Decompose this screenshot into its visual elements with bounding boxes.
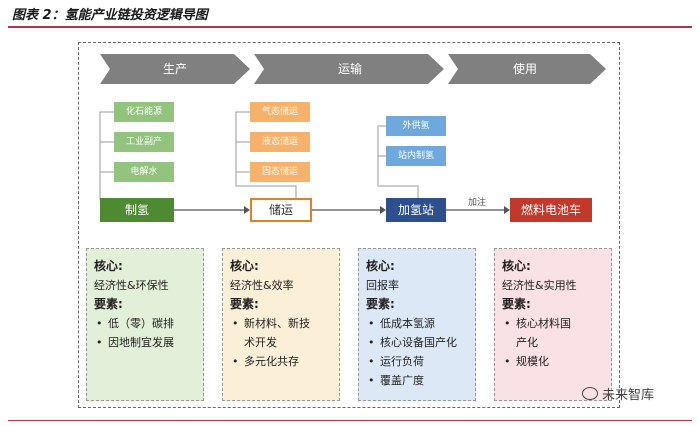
refueling-station-box: 加氢站: [386, 198, 446, 222]
wechat-icon: [582, 387, 598, 400]
list-item: 规模化: [502, 352, 605, 371]
list-item: 运行负荷: [366, 352, 469, 371]
method-gaseous-storage: 气态储运: [250, 102, 310, 122]
list-item: 新材料、新技术开发: [230, 314, 333, 352]
source-industrial-byproduct: 工业副产: [114, 132, 174, 152]
source-fossil-energy: 化石能源: [114, 102, 174, 122]
watermark-text: 未来智库: [602, 388, 655, 403]
panel-production: 核心: 经济性&环保性 要素: 低（零）碳排 因地制宜发展: [86, 248, 204, 401]
phase-arrow-production: [100, 54, 250, 84]
list-item: 核心设备国产化: [366, 333, 469, 352]
list-item: 因地制宜发展: [94, 333, 197, 352]
diagram-frame: [78, 42, 620, 408]
phase-arrow-use: [448, 54, 606, 84]
core-label: 核心:: [366, 259, 395, 273]
refuel-arrow-label: 加注: [468, 198, 487, 208]
method-solid-storage: 固态储运: [250, 162, 310, 182]
elements-label: 要素:: [230, 297, 259, 311]
core-label: 核心:: [94, 259, 123, 273]
top-rule: [8, 26, 692, 28]
phase-label-use: 使用: [512, 62, 537, 76]
list-item: 多元化共存: [230, 352, 333, 371]
core-text: 回报率: [366, 279, 399, 292]
panel-station: 核心: 回报率 要素: 低成本氢源 核心设备国产化 运行负荷 覆盖广度: [358, 248, 476, 401]
core-text: 经济性&环保性: [94, 279, 169, 292]
bottom-rule: [8, 420, 692, 421]
source-onsite-production: 站内制氢: [386, 146, 446, 166]
panel-use: 核心: 经济性&实用性 要素: 核心材料国产化 规模化: [494, 248, 612, 401]
core-text: 经济性&效率: [230, 279, 294, 292]
phase-arrow-transport: [254, 54, 444, 84]
method-liquid-storage: 液态储运: [250, 132, 310, 152]
source-external-supply: 外供氢: [386, 116, 446, 136]
list-item: 低（零）碳排: [94, 314, 197, 333]
source-electrolysis: 电解水: [114, 162, 174, 182]
core-label: 核心:: [230, 259, 259, 273]
fuel-cell-vehicle-box: 燃料电池车: [510, 198, 592, 222]
phase-label-transport: 运输: [337, 62, 362, 76]
elements-label: 要素:: [366, 297, 395, 311]
panel-transport: 核心: 经济性&效率 要素: 新材料、新技术开发 多元化共存: [222, 248, 340, 401]
hydrogen-production-box: 制氢: [100, 198, 174, 222]
list-item: 核心材料国产化: [502, 314, 605, 352]
list-item: 低成本氢源: [366, 314, 469, 333]
figure-title: 图表 2：氢能产业链投资逻辑导图: [12, 8, 208, 23]
list-item: 覆盖广度: [366, 371, 469, 390]
elements-label: 要素:: [94, 297, 123, 311]
elements-label: 要素:: [502, 297, 531, 311]
core-label: 核心:: [502, 259, 531, 273]
phase-label-production: 生产: [162, 62, 187, 76]
core-text: 经济性&实用性: [502, 279, 577, 292]
storage-transport-box: 储运: [250, 198, 312, 222]
watermark: 未来智库: [582, 384, 654, 403]
